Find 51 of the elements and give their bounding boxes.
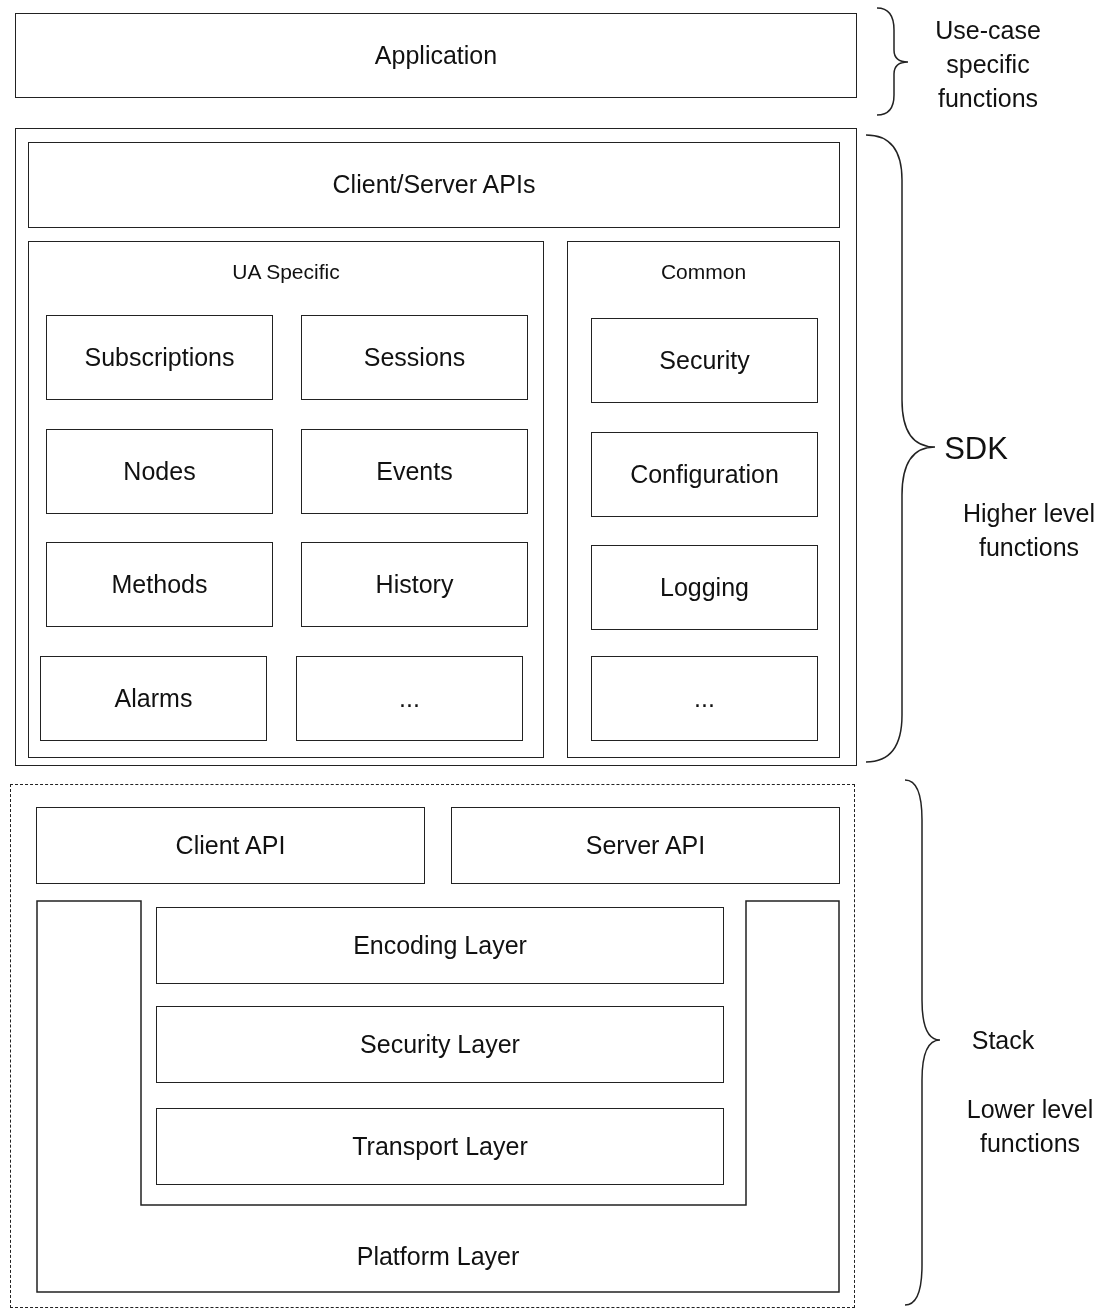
node-label: ... (398, 682, 421, 714)
node-label: Server API (584, 829, 707, 861)
node-label: Events (375, 455, 454, 487)
node-label: Encoding Layer (352, 929, 528, 961)
node-label: Transport Layer (351, 1130, 529, 1162)
component-box (301, 429, 528, 514)
node-label: Alarms (113, 682, 194, 714)
node-label: Application (373, 39, 499, 71)
node-label: Subscriptions (83, 341, 236, 373)
node-label: Sessions (362, 341, 467, 373)
group-box (15, 128, 857, 766)
layer-panel (36, 900, 840, 1293)
component-box (156, 1108, 724, 1185)
node-label: History (374, 568, 455, 600)
component-box (591, 545, 818, 630)
component-box (15, 13, 857, 98)
node-label: Nodes (122, 455, 197, 487)
node-label: Security (658, 344, 751, 376)
group-box (10, 784, 855, 1308)
component-box (46, 429, 273, 514)
node-label: Client/Server APIs (331, 169, 537, 201)
component-box (296, 656, 523, 741)
layer-panel (28, 241, 544, 758)
component-box (156, 1006, 724, 1083)
component-box (28, 142, 840, 228)
node-label: Configuration (629, 458, 780, 490)
component-box (156, 907, 724, 984)
component-box (301, 315, 528, 400)
node-label: Methods (110, 568, 209, 600)
component-box (591, 318, 818, 403)
node-label: Common (659, 259, 748, 285)
node-label: UA Specific (231, 259, 341, 285)
node-label: ... (693, 682, 716, 714)
component-box (591, 432, 818, 517)
component-box (591, 656, 818, 741)
note-text: Higher level functions (962, 498, 1096, 563)
node-label: Platform Layer (355, 1240, 521, 1272)
component-box (46, 315, 273, 400)
component-box (36, 807, 425, 884)
node-label: Client API (174, 829, 287, 861)
brace-label: SDK (943, 430, 1009, 468)
layer-panel (567, 241, 840, 758)
note-text: Lower level functions (965, 1094, 1095, 1159)
brace-label: Use-case specific functions (934, 15, 1042, 114)
node-label: Logging (659, 571, 750, 603)
brace-label: Stack (970, 1025, 1036, 1056)
component-box (301, 542, 528, 627)
component-box (46, 542, 273, 627)
node-label: Security Layer (359, 1028, 521, 1060)
component-box (451, 807, 840, 884)
component-box (40, 656, 267, 741)
